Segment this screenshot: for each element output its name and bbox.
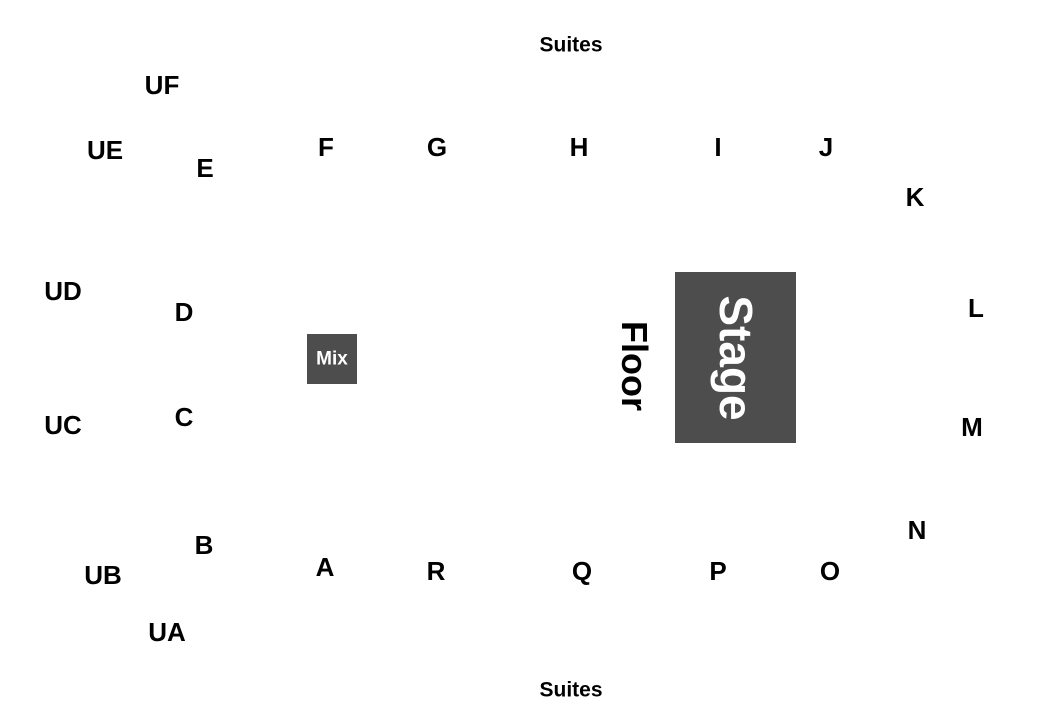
- section-I[interactable]: I: [714, 132, 722, 162]
- section-M[interactable]: M: [961, 412, 983, 442]
- section-UD[interactable]: UD: [44, 276, 82, 306]
- section-J[interactable]: J: [818, 132, 834, 162]
- mix-label: Mix: [316, 348, 348, 370]
- section-UC[interactable]: UC: [44, 410, 82, 440]
- suites-top-label[interactable]: Suites: [539, 33, 603, 57]
- section-P[interactable]: P: [709, 556, 727, 586]
- stage-label: Stage: [709, 294, 762, 421]
- section-UA[interactable]: UA: [148, 617, 186, 647]
- section-R[interactable]: R: [426, 556, 446, 586]
- section-O[interactable]: O: [819, 556, 841, 586]
- section-N[interactable]: N: [907, 515, 927, 545]
- section-B[interactable]: B: [194, 530, 214, 560]
- section-C[interactable]: C: [174, 402, 194, 432]
- section-A[interactable]: A: [315, 552, 335, 582]
- section-E[interactable]: E: [196, 153, 214, 183]
- suites-bottom-label[interactable]: Suites: [539, 678, 603, 702]
- mix-position: Mix: [307, 334, 357, 384]
- section-G[interactable]: G: [426, 132, 448, 162]
- stage: Stage: [675, 272, 796, 443]
- section-F[interactable]: F: [318, 132, 334, 162]
- section-K[interactable]: K: [905, 182, 925, 212]
- section-H[interactable]: H: [569, 132, 589, 162]
- section-UF[interactable]: UF: [144, 70, 180, 100]
- section-UE[interactable]: UE: [86, 135, 124, 165]
- section-Q[interactable]: Q: [571, 556, 593, 586]
- section-D[interactable]: D: [174, 297, 194, 327]
- section-floor[interactable]: Floor: [614, 321, 655, 411]
- section-L[interactable]: L: [968, 293, 984, 323]
- section-UB[interactable]: UB: [84, 560, 122, 590]
